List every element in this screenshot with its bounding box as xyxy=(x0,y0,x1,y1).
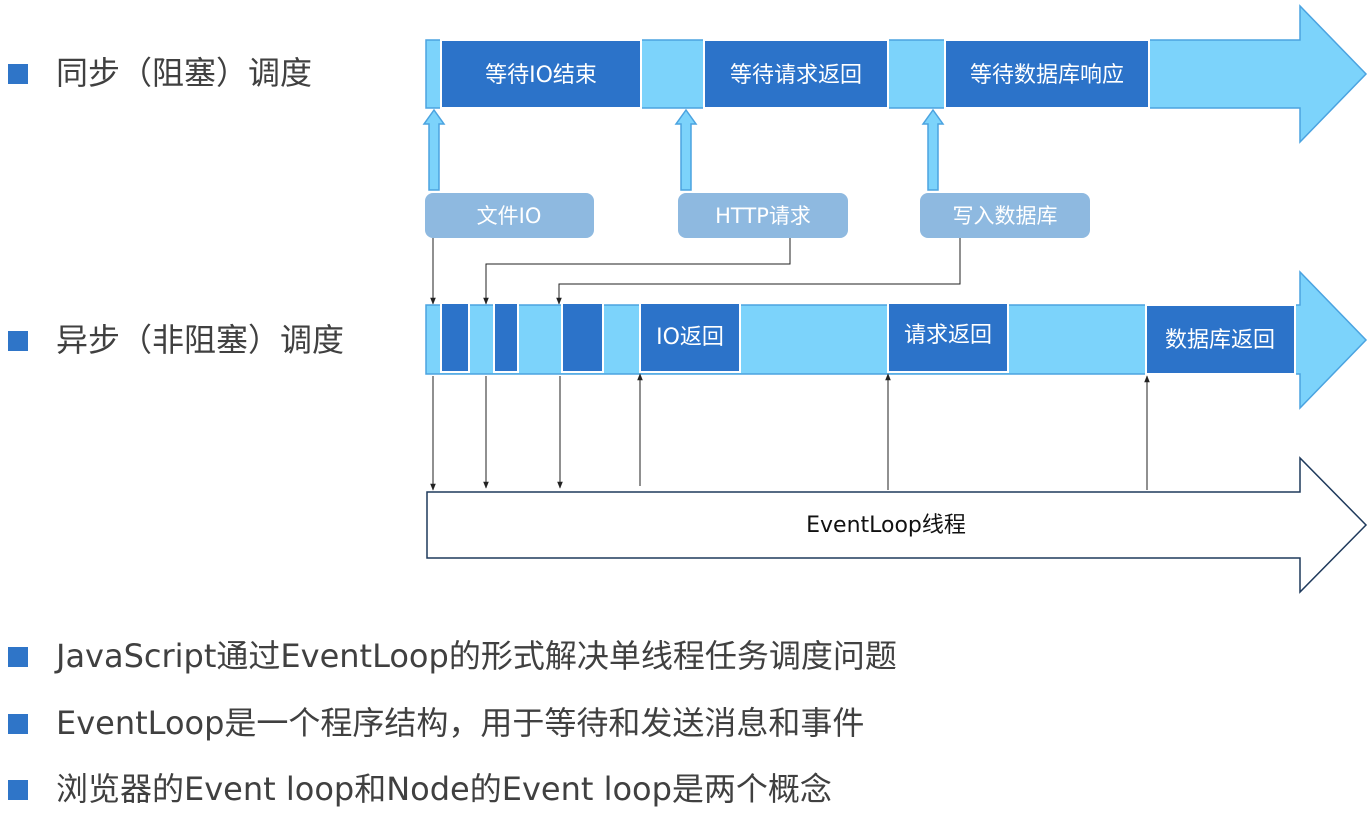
svg-text:等待数据库响应: 等待数据库响应 xyxy=(970,63,1124,88)
async-block-request-return: 请求返回 xyxy=(887,302,1009,373)
async-block-io-return: IO返回 xyxy=(639,302,741,373)
svg-text:数据库返回: 数据库返回 xyxy=(1165,328,1275,353)
async-title: 异步（非阻塞）调度 xyxy=(56,321,345,359)
async-block-database-return: 数据库返回 xyxy=(1145,304,1296,375)
svg-text:请求返回: 请求返回 xyxy=(904,323,992,348)
svg-text:等待请求返回: 等待请求返回 xyxy=(730,63,862,88)
callout-database: 写入数据库 xyxy=(920,193,1090,238)
svg-text:HTTP请求: HTTP请求 xyxy=(715,204,811,228)
connector-database xyxy=(556,238,961,305)
list-bullet-icon xyxy=(8,647,28,667)
up-arrow-file-io xyxy=(422,108,446,191)
async-bullet-icon xyxy=(8,331,28,351)
list-item: EventLoop是一个程序结构，用于等待和发送消息和事件 xyxy=(56,704,865,742)
callout-http: HTTP请求 xyxy=(678,193,848,238)
sync-block-request: 等待请求返回 xyxy=(703,39,889,109)
up-arrow-database xyxy=(921,108,945,191)
list-item: 浏览器的Event loop和Node的Event loop是两个概念 xyxy=(56,770,832,808)
sync-block-io: 等待IO结束 xyxy=(440,39,642,109)
event-loop-label: EventLoop线程 xyxy=(806,513,966,538)
list-item: JavaScript通过EventLoop的形式解决单线程任务调度问题 xyxy=(56,637,897,675)
sync-block-database: 等待数据库响应 xyxy=(944,39,1150,109)
callout-file-io: 文件IO xyxy=(425,193,594,238)
svg-text:文件IO: 文件IO xyxy=(477,204,542,228)
up-arrow-http xyxy=(674,108,698,191)
async-task-slice xyxy=(440,302,470,373)
sync-bullet-icon xyxy=(8,64,28,84)
svg-text:等待IO结束: 等待IO结束 xyxy=(485,63,597,88)
sync-title: 同步（阻塞）调度 xyxy=(56,54,313,92)
svg-text:IO返回: IO返回 xyxy=(656,325,724,350)
async-task-slice xyxy=(561,302,604,373)
svg-text:写入数据库: 写入数据库 xyxy=(953,204,1058,228)
async-task-slice xyxy=(493,302,519,373)
event-loop-arrow xyxy=(426,456,1368,594)
connector-http xyxy=(483,238,791,305)
list-bullet-icon xyxy=(8,780,28,800)
list-bullet-icon xyxy=(8,714,28,734)
